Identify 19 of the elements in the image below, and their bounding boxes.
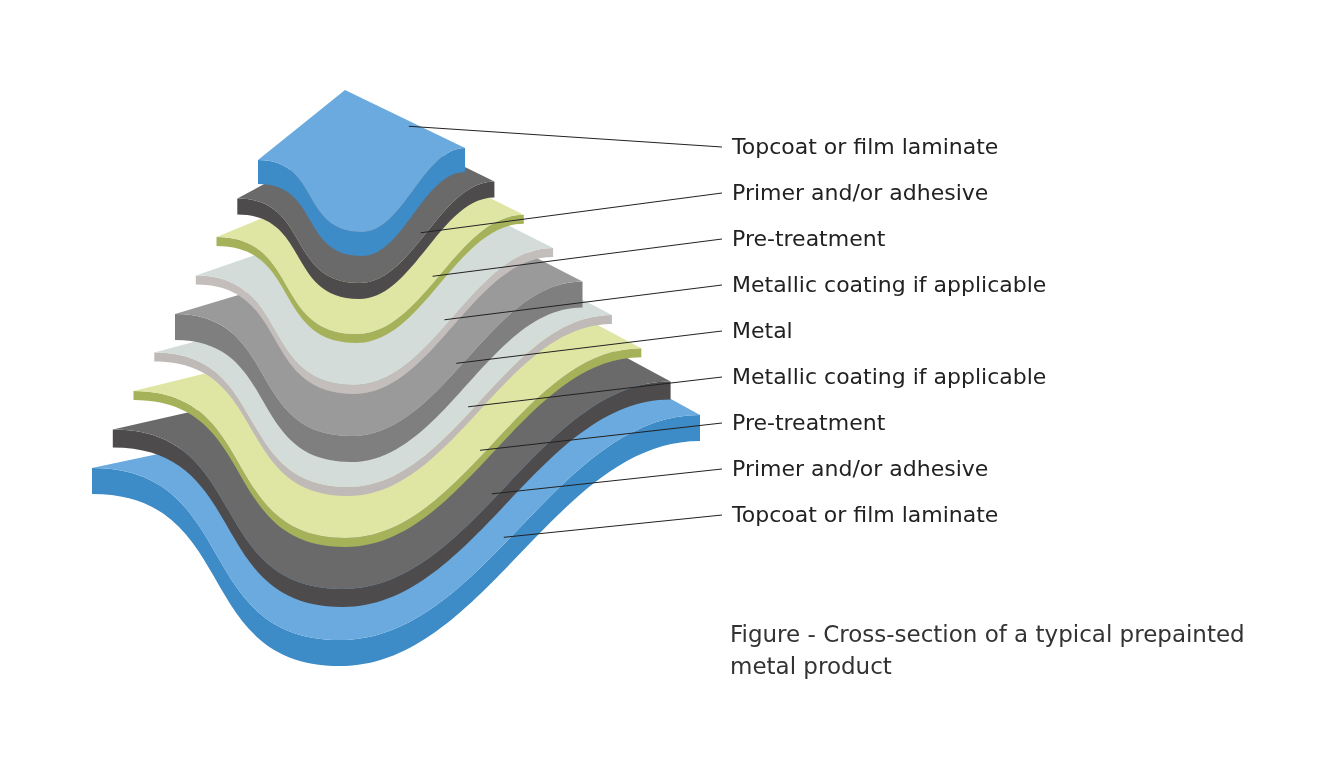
leader-line — [467, 376, 723, 408]
layer-label: Topcoat or film laminate — [732, 501, 999, 529]
layer-label: Primer and/or adhesive — [732, 455, 989, 483]
layer-label: Pre-treatment — [732, 409, 886, 437]
layer-label: Topcoat or film laminate — [732, 133, 999, 161]
leader-line — [455, 330, 723, 364]
leader-line — [408, 125, 723, 148]
layer-label: Metallic coating if applicable — [732, 271, 1047, 299]
leader-line — [479, 422, 723, 451]
leader-line — [420, 192, 723, 234]
leader-line — [491, 468, 723, 495]
figure-caption: Figure - Cross-section of a typical prepainted metal product — [730, 620, 1246, 681]
leader-line — [432, 238, 723, 277]
leader-line — [443, 284, 723, 321]
leader-line — [503, 514, 723, 538]
layer-label: Metallic coating if applicable — [732, 363, 1047, 391]
layer-label: Metal — [732, 317, 793, 345]
layer-label: Pre-treatment — [732, 225, 886, 253]
layer-label: Primer and/or adhesive — [732, 179, 989, 207]
